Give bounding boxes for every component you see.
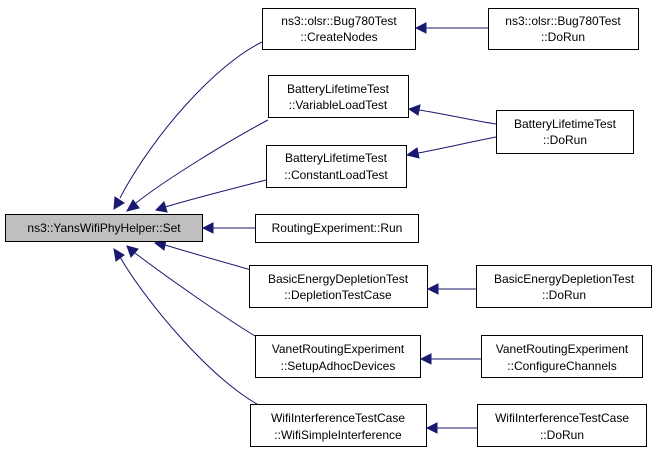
edge-routing-run-to-set — [201, 222, 255, 234]
node-label-line2: ::DepletionTestCase — [284, 288, 392, 302]
node-label-line2: ::ConstantLoadTest — [284, 168, 388, 182]
edge-basic-dorun-to-depletion — [426, 283, 476, 295]
node-label-line2: ::VariableLoadTest — [289, 98, 388, 112]
node-battery-constant-load[interactable]: BatteryLifetimeTest ::ConstantLoadTest — [266, 145, 407, 188]
node-wifi-interference-do-run[interactable]: WifiInterferenceTestCase ::DoRun — [477, 404, 647, 447]
node-basic-energy-do-run[interactable]: BasicEnergyDepletionTest ::DoRun — [476, 265, 652, 308]
edge-depletion-to-set — [153, 239, 256, 272]
node-routing-experiment-run[interactable]: RoutingExperiment::Run — [255, 214, 419, 243]
node-label: ns3::YansWifiPhyHelper::Set — [27, 221, 181, 235]
edge-create-nodes-to-set — [113, 41, 263, 210]
node-label-line1: VanetRoutingExperiment — [496, 342, 629, 356]
node-label: RoutingExperiment::Run — [272, 221, 403, 235]
node-battery-do-run[interactable]: BatteryLifetimeTest ::DoRun — [496, 110, 634, 154]
node-label-line2: ::WifiSimpleInterference — [274, 428, 402, 442]
node-label-line1: BatteryLifetimeTest — [287, 82, 390, 96]
node-label-line1: ns3::olsr::Bug780Test — [281, 14, 397, 28]
edge-constant-load-to-set — [154, 179, 267, 213]
node-vanet-setup-adhoc-devices[interactable]: VanetRoutingExperiment ::SetupAdhocDevic… — [255, 335, 421, 378]
node-label-line1: VanetRoutingExperiment — [272, 342, 405, 356]
edge-battery-dorun-to-variable — [407, 104, 497, 125]
edge-variable-load-to-set — [126, 119, 269, 212]
edge-vanet-configure-to-setup — [419, 353, 481, 365]
node-wifi-simple-interference[interactable]: WifiInterferenceTestCase ::WifiSimpleInt… — [250, 404, 427, 447]
edge-wifi-dorun-to-simple — [425, 422, 477, 434]
node-label-line1: BasicEnergyDepletionTest — [268, 272, 409, 286]
node-bug780-do-run[interactable]: ns3::olsr::Bug780Test ::DoRun — [488, 8, 639, 50]
edge-vanet-setup-to-set — [126, 245, 263, 341]
node-label-line1: BatteryLifetimeTest — [514, 117, 617, 131]
node-label-line1: BasicEnergyDepletionTest — [494, 272, 635, 286]
node-label-line1: ns3::olsr::Bug780Test — [505, 14, 621, 28]
edge-wifi-simple-to-set — [113, 248, 265, 409]
node-label-line2: ::DoRun — [543, 133, 587, 147]
node-label-line1: WifiInterferenceTestCase — [271, 411, 405, 425]
node-vanet-configure-channels[interactable]: VanetRoutingExperiment ::ConfigureChanne… — [481, 335, 643, 378]
node-label-line2: ::CreateNodes — [300, 30, 377, 44]
node-label-line2: ::ConfigureChannels — [507, 359, 616, 373]
node-label-line2: ::DoRun — [540, 428, 584, 442]
node-bug780-create-nodes[interactable]: ns3::olsr::Bug780Test ::CreateNodes — [262, 8, 416, 50]
node-yans-wifi-phy-helper-set[interactable]: ns3::YansWifiPhyHelper::Set — [5, 214, 203, 242]
node-battery-variable-load[interactable]: BatteryLifetimeTest ::VariableLoadTest — [268, 75, 409, 118]
node-label-line2: ::DoRun — [541, 30, 585, 44]
node-label-line2: ::SetupAdhocDevices — [281, 359, 396, 373]
node-label-line1: WifiInterferenceTestCase — [495, 411, 629, 425]
node-basic-energy-depletion-test[interactable]: BasicEnergyDepletionTest ::DepletionTest… — [249, 265, 428, 308]
node-label-line1: BatteryLifetimeTest — [285, 151, 388, 165]
node-label-line2: ::DoRun — [542, 288, 586, 302]
edge-bug780-dorun-to-create — [414, 22, 488, 34]
edge-battery-dorun-to-constant — [405, 136, 497, 159]
